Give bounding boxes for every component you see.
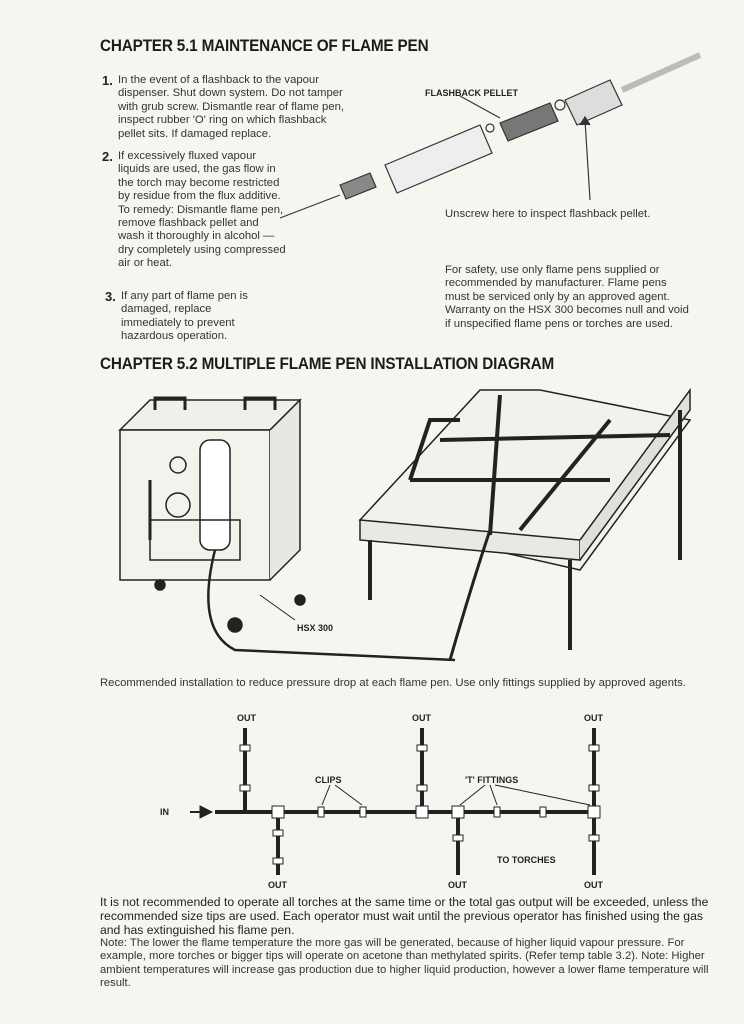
unscrew-note: Unscrew here to inspect flashback pellet…: [445, 208, 651, 220]
pipe-out-label: OUT: [237, 713, 256, 723]
flashback-pellet-label: FLASHBACK PELLET: [425, 88, 518, 98]
item-number: 2.: [102, 149, 113, 164]
pipe-out-label: OUT: [584, 713, 603, 723]
clips-label: CLIPS: [315, 775, 342, 785]
maintenance-item-3: 3. If any part of flame pen is damaged, …: [105, 290, 251, 344]
warning-text: It is not recommended to operate all tor…: [100, 895, 709, 937]
hsx-300-label: HSX 300: [297, 623, 334, 633]
chapter-5-2-title: CHAPTER 5.2 MULTIPLE FLAME PEN INSTALLAT…: [100, 354, 555, 373]
pipe-out-label: OUT: [268, 880, 287, 890]
item-number: 3.: [105, 289, 116, 304]
maintenance-item-2: 2. If excessively fluxed vapour liquids …: [102, 150, 288, 271]
to-torches-label: TO TORCHES: [497, 855, 556, 865]
pipe-out-label: OUT: [448, 880, 467, 890]
pipe-out-label: OUT: [584, 880, 603, 890]
operation-notes: It is not recommended to operate all tor…: [100, 895, 725, 991]
maintenance-item-1: 1. In the event of a flashback to the va…: [102, 74, 348, 141]
pipe-in-label: IN: [160, 807, 169, 817]
item-number: 1.: [102, 73, 113, 88]
item-text: If any part of flame pen is damaged, rep…: [121, 290, 248, 343]
pipe-out-label: OUT: [412, 713, 431, 723]
chapter-5-1-title: CHAPTER 5.1 MAINTENANCE OF FLAME PEN: [100, 36, 429, 55]
item-text: In the event of a flashback to the vapou…: [118, 74, 345, 140]
item-text: If excessively fluxed vapour liquids are…: [118, 150, 286, 270]
installation-caption: Recommended installation to reduce press…: [100, 677, 686, 689]
t-fittings-label: 'T' FITTINGS: [465, 775, 519, 785]
note-text: Note: The lower the flame temperature th…: [100, 937, 709, 990]
safety-note: For safety, use only flame pens supplied…: [445, 264, 689, 330]
